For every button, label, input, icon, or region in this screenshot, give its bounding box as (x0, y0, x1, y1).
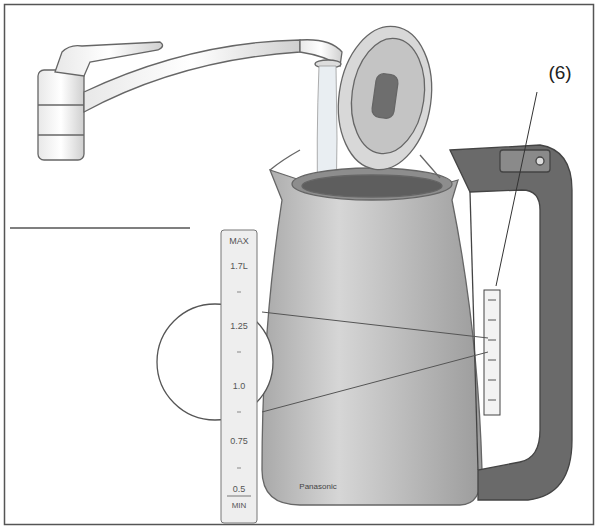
divider-line (10, 227, 190, 228)
scale-mark: 0.75 (230, 437, 248, 446)
faucet (38, 40, 342, 160)
tick-mark (488, 320, 496, 321)
tick-mark (488, 300, 496, 301)
tick-mark (488, 380, 496, 381)
tick-mark (237, 292, 241, 293)
tick-mark (488, 340, 496, 341)
scale-mark: 1.7L (230, 262, 248, 271)
leader-line (496, 92, 537, 286)
tick-mark (237, 468, 241, 469)
frame (5, 5, 594, 525)
tick-mark (237, 352, 241, 353)
tick-mark (488, 360, 496, 361)
brand-name: Panasonic (299, 483, 336, 491)
scale-mark: 1.25 (230, 322, 248, 331)
handle (450, 145, 572, 500)
callout-number: (6) (548, 63, 571, 82)
scale-mark: 0.5 (233, 485, 246, 494)
scale-mark: MAX (229, 237, 249, 246)
scale-mark: 1.0 (233, 382, 246, 391)
kettle-body (262, 20, 482, 505)
scale-mark: MIN (232, 502, 247, 510)
tick-mark (237, 412, 241, 413)
magnifier (157, 230, 488, 523)
tick-mark (488, 400, 496, 401)
